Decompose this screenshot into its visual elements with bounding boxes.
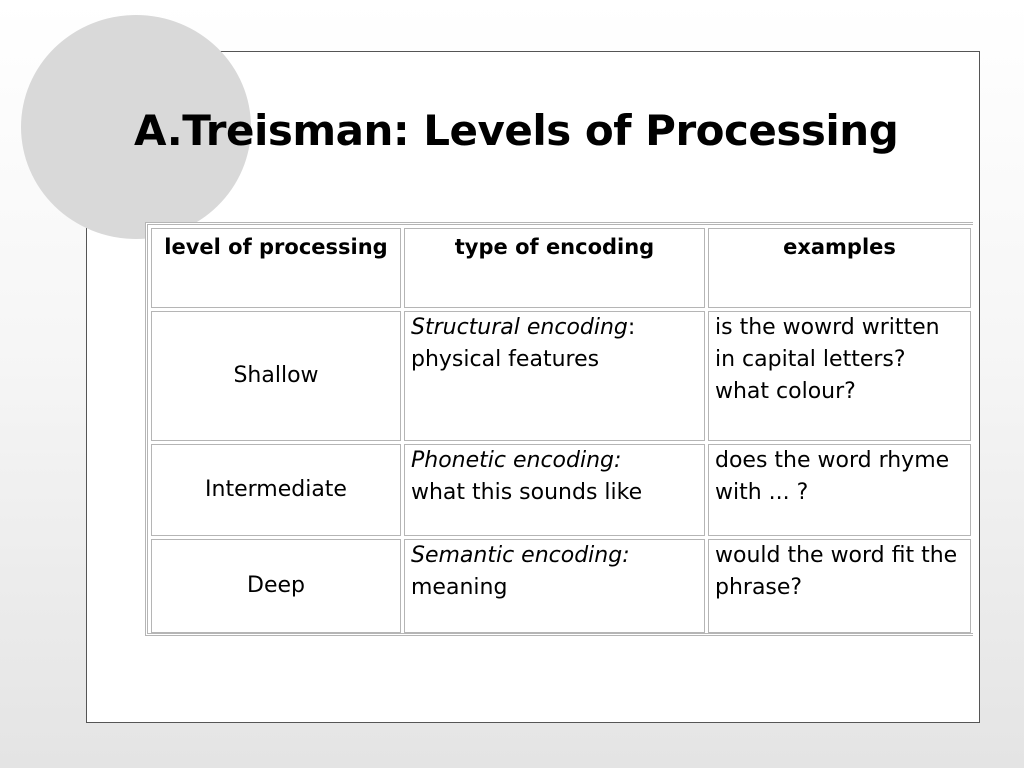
encoding-description: what this sounds like (411, 480, 643, 505)
examples-cell: would the word fit the phrase? (708, 539, 971, 633)
example-text: is the wowrd written in capital letters? (715, 315, 940, 372)
level-cell: Deep (151, 539, 401, 633)
encoding-description: meaning (411, 575, 508, 600)
examples-cell: is the wowrd written in capital letters?… (708, 311, 971, 441)
encoding-description: physical features (411, 347, 600, 372)
encoding-cell: Phonetic encoding: what this sounds like (404, 444, 705, 536)
header-examples: examples (708, 228, 971, 308)
table-header-row: level of processing type of encoding exa… (151, 228, 971, 308)
example-text: would the word fit the phrase? (715, 543, 958, 600)
example-text: what colour? (715, 379, 856, 404)
levels-table-wrapper: level of processing type of encoding exa… (145, 222, 973, 636)
table-row: Deep Semantic encoding: meaning would th… (151, 539, 971, 633)
decorative-circle (21, 15, 251, 239)
header-level: level of processing (151, 228, 401, 308)
header-encoding: type of encoding (404, 228, 705, 308)
encoding-cell: Structural encoding: physical features (404, 311, 705, 441)
levels-of-processing-table: level of processing type of encoding exa… (148, 225, 974, 636)
level-cell: Intermediate (151, 444, 401, 536)
examples-cell: does the word rhyme with ... ? (708, 444, 971, 536)
slide-title: A.Treisman: Levels of Processing (134, 106, 899, 155)
level-cell: Shallow (151, 311, 401, 441)
encoding-cell: Semantic encoding: meaning (404, 539, 705, 633)
encoding-name: Phonetic encoding: (411, 448, 622, 473)
encoding-name: Structural encoding (411, 315, 628, 340)
encoding-separator: : (627, 315, 636, 340)
table-row: Intermediate Phonetic encoding: what thi… (151, 444, 971, 536)
example-text: does the word rhyme with ... ? (715, 448, 950, 505)
encoding-name: Semantic encoding: (411, 543, 630, 568)
table-row: Shallow Structural encoding: physical fe… (151, 311, 971, 441)
